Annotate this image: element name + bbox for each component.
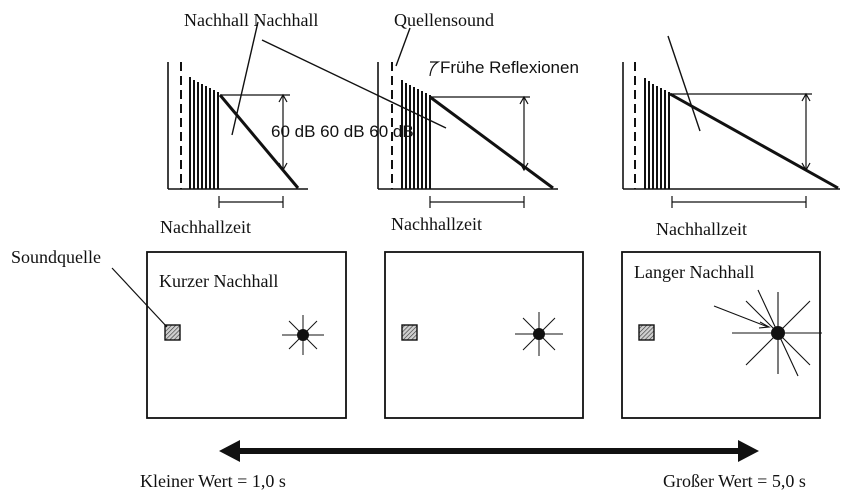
db-label: 60 dB 60 dB 60 dB	[271, 122, 414, 141]
source-sound-label: Quellensound	[394, 10, 494, 30]
double-arrow-icon	[219, 440, 759, 462]
decay-slope	[669, 92, 839, 190]
decay-graph-short	[167, 62, 308, 208]
incoming-reflection-line	[713, 305, 769, 328]
early-reflection-bars	[189, 77, 219, 189]
reverb-label: Nachhall Nachhall	[184, 10, 318, 30]
early-reflection-bars	[644, 78, 670, 189]
room-medium-reverb	[384, 251, 584, 419]
sound-source-label: Soundquelle	[11, 247, 101, 267]
short-reverb-label: Kurzer Nachhall	[159, 271, 278, 291]
hatched-square-icon	[638, 324, 655, 341]
leader-lines	[231, 21, 701, 136]
decay-slope	[218, 94, 300, 189]
hatched-square-icon	[401, 324, 418, 341]
room-short-reverb: Kurzer Nachhall	[146, 251, 347, 419]
decay-graph-long	[622, 62, 840, 208]
burst-dot-icon	[282, 315, 324, 355]
early-reflections-label: Frühe Reflexionen	[440, 58, 579, 77]
min-value-label: Kleiner Wert = 1,0 s	[140, 471, 286, 491]
decay-slope	[429, 95, 554, 190]
long-reverb-label: Langer Nachhall	[634, 262, 754, 282]
burst-dot-icon	[732, 289, 822, 377]
decay-graph-medium	[377, 62, 558, 208]
early-reflection-bars	[401, 80, 431, 189]
room-long-reverb: Langer Nachhall	[621, 251, 822, 419]
sound-source-leader	[111, 267, 168, 328]
max-value-label: Großer Wert = 5,0 s	[663, 471, 806, 491]
hatched-square-icon	[164, 324, 181, 341]
burst-dot-icon	[515, 312, 563, 356]
reverb-time-label-long: Nachhallzeit	[656, 219, 747, 239]
reverb-time-label-short: Nachhallzeit	[160, 217, 251, 237]
reverb-time-label-medium: Nachhallzeit	[391, 214, 482, 234]
